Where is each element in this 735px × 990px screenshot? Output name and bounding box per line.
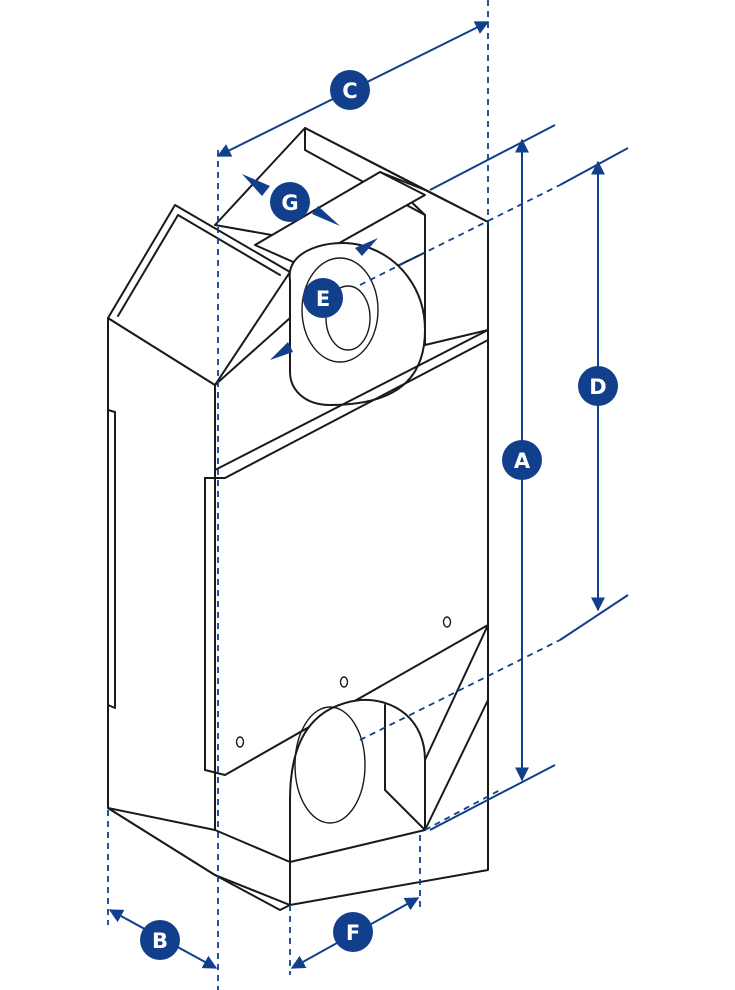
dimension-badge-f: F	[333, 912, 373, 952]
svg-text:D: D	[589, 375, 606, 399]
dimension-badge-g: G	[270, 182, 310, 222]
svg-text:E: E	[316, 287, 330, 311]
dimension-badge-b: B	[140, 920, 180, 960]
svg-text:C: C	[342, 79, 357, 103]
dimension-badge-e: E	[303, 278, 343, 318]
screw-hole	[235, 736, 245, 748]
dimension-e-arrow	[355, 238, 378, 256]
top-pin-bore	[301, 257, 379, 363]
svg-text:B: B	[152, 929, 168, 953]
block-body	[107, 127, 489, 911]
dimension-g-arrow	[312, 206, 340, 226]
bottom-jaw	[107, 807, 291, 906]
dimension-g-arrow	[242, 174, 270, 196]
screw-hole	[442, 616, 452, 628]
bottom-pin-bore	[294, 706, 366, 824]
throat-channel	[254, 171, 426, 266]
mid-seam-lower	[204, 624, 489, 776]
dimension-badge-c: C	[330, 70, 370, 110]
dimension-badge-d: D	[578, 366, 618, 406]
svg-text:F: F	[346, 921, 360, 945]
dimension-e-arrow	[270, 342, 293, 360]
svg-text:G: G	[281, 191, 298, 215]
screw-hole	[339, 676, 349, 688]
mid-seam-upper	[204, 339, 489, 479]
left-side-face	[107, 317, 216, 876]
dimension-badge-a: A	[502, 440, 542, 480]
svg-text:A: A	[514, 449, 531, 473]
